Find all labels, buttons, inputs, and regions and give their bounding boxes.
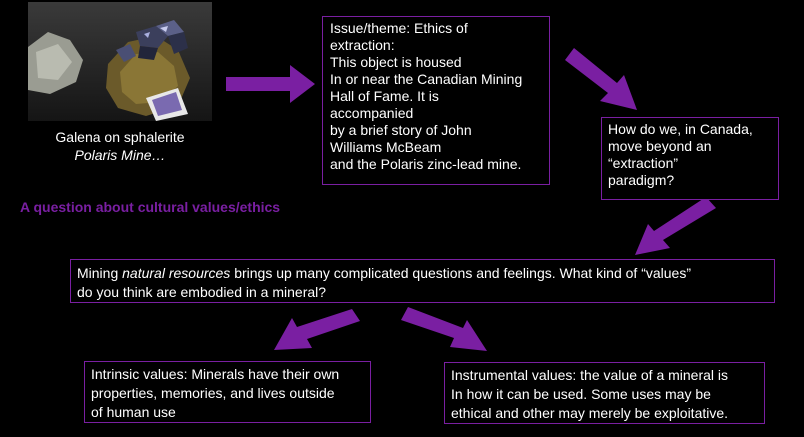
issue-line: extraction: (330, 37, 395, 53)
arrow-issue-to-canada (565, 48, 637, 110)
mining-line-1: Mining natural resources brings up many … (77, 264, 768, 283)
mining-line-2: do you think are embodied in a mineral? (77, 284, 327, 300)
canada-line: How do we, in Canada, (608, 121, 753, 137)
mining-text-start: Mining (77, 265, 123, 281)
photo-caption: Galena on sphalerite Polaris Mine… (30, 128, 210, 164)
instrumental-values-box: Instrumental values: the value of a mine… (444, 362, 765, 424)
arrow-mining-to-intrinsic (274, 309, 360, 350)
issue-line: Issue/theme: Ethics of (330, 20, 468, 36)
issue-line: by a brief story of John (330, 122, 472, 138)
mining-text-rest: brings up many complicated questions and… (230, 265, 691, 281)
mineral-photo (28, 2, 212, 121)
issue-line: Williams McBeam (330, 139, 442, 155)
issue-line: and the Polaris zinc-lead mine. (330, 156, 522, 172)
issue-line: In or near the Canadian Mining (330, 71, 523, 87)
intrinsic-line: Intrinsic values: Minerals have their ow… (91, 366, 340, 382)
mining-text-italic: natural resources (122, 265, 231, 281)
issue-line: Hall of Fame. It is (330, 88, 439, 104)
caption-location: Polaris Mine… (74, 147, 166, 163)
issue-line: This object is housed (330, 54, 462, 70)
galena-sphalerite-image (28, 2, 212, 121)
intrinsic-values-box: Intrinsic values: Minerals have their ow… (84, 361, 371, 423)
canada-question-box: How do we, in Canada, move beyond an “ex… (601, 117, 779, 200)
canada-line: “extraction” (608, 155, 679, 171)
issue-theme-box: Issue/theme: Ethics of extraction: This … (322, 16, 550, 185)
canada-line: paradigm? (608, 172, 675, 188)
intrinsic-line: properties, memories, and lives outside (91, 385, 335, 401)
arrow-photo-to-issue (226, 65, 315, 103)
mining-question-box: Mining natural resources brings up many … (70, 259, 775, 303)
canada-line: move beyond an (608, 138, 712, 154)
instrumental-line: ethical and other may merely be exploita… (451, 405, 729, 421)
instrumental-line: Instrumental values: the value of a mine… (451, 367, 729, 383)
issue-line: accompanied (330, 105, 414, 121)
arrow-canada-to-mining (635, 197, 716, 255)
intrinsic-line: of human use (91, 404, 176, 420)
section-heading: A question about cultural values/ethics (20, 199, 281, 215)
instrumental-line: In how it can be used. Some uses may be (451, 386, 711, 402)
arrow-mining-to-instrumental (401, 307, 487, 351)
caption-title: Galena on sphalerite (55, 129, 185, 145)
